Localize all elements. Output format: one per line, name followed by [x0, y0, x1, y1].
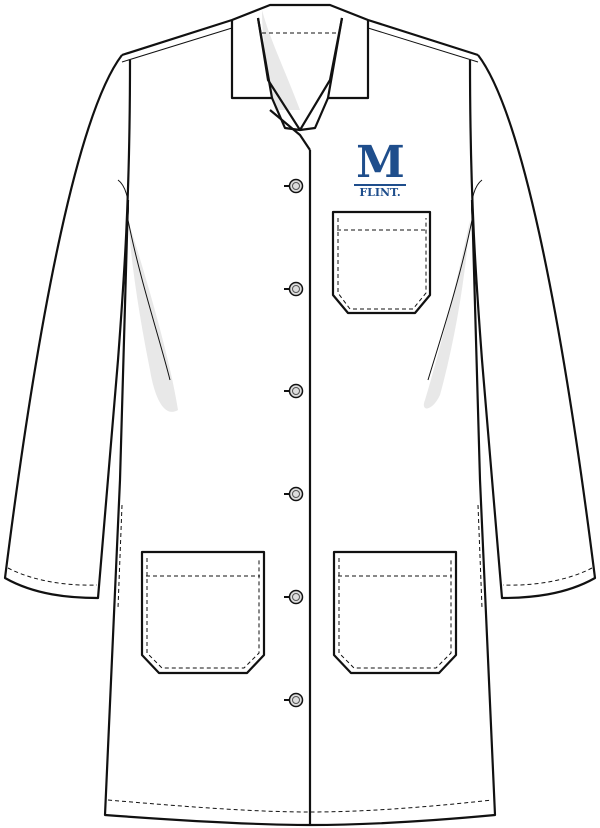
logo-letter: M — [356, 137, 405, 188]
logo-wordmark: FLINT. — [350, 187, 410, 199]
university-logo: M FLINT. — [350, 137, 410, 199]
button-4 — [284, 486, 304, 502]
button-3 — [284, 383, 304, 399]
button-5 — [284, 589, 304, 605]
button-1 — [284, 178, 304, 194]
button-2 — [284, 281, 304, 297]
logo-wordmark-text: FLINT — [359, 186, 397, 199]
buttons — [284, 178, 304, 708]
button-6 — [284, 692, 304, 708]
stitching — [7, 32, 593, 813]
coat-outline — [3, 3, 597, 827]
logo-rule — [354, 184, 406, 186]
detail-lines — [117, 27, 483, 381]
logo-trademark: . — [396, 186, 401, 199]
